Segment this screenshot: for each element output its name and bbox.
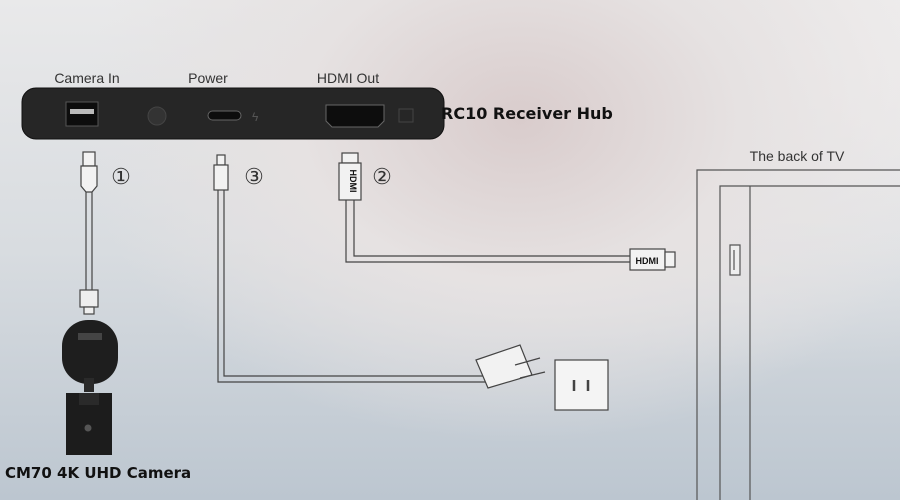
port-label-hdmi-out: HDMI Out [316,70,380,86]
globe-icon [147,106,167,126]
hub-name: RC10 Receiver Hub [441,104,613,123]
step-2: ② [372,164,392,189]
receiver-hub: ϟ [21,87,445,140]
power-cable [213,154,609,411]
hdmi-cable [338,152,676,271]
port-label-camera-in: Camera In [54,70,120,86]
camera [62,320,118,455]
tv-label: The back of TV [749,148,845,164]
step-3: ③ [244,164,264,189]
tv-back [696,169,900,500]
step-1: ① [111,164,131,189]
lightning-icon: ϟ [252,110,259,124]
port-label-power: Power [188,70,228,86]
camera-name: CM70 4K UHD Camera [5,464,192,482]
hdmi-plug-label-tv: HDMI [636,256,659,266]
usb-cable [79,151,99,315]
hdmi-plug-label: HDMI [348,170,358,193]
